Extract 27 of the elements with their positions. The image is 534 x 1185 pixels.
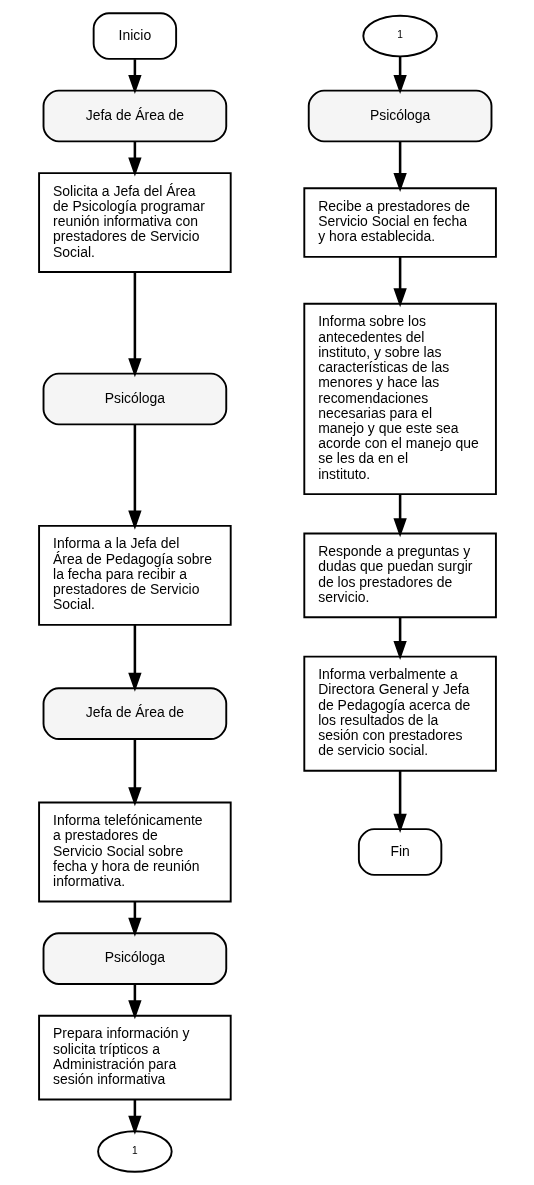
arrow xyxy=(392,256,407,308)
node-box: Prepara información y solicita trípticos a Administración para sesión informativa xyxy=(37,1014,232,1101)
node-box: Fin xyxy=(357,828,442,876)
node-box: Informa telefónicamente a prestadores de Servicio Social sobre fecha y hora de reunión informativa. xyxy=(37,801,232,903)
arrow xyxy=(392,771,407,833)
node-box: Informa verbalmente a Directora General y Jefa de Pedagogía acerca de los resultados de la sesión con prestadores de servicio social. xyxy=(302,655,497,772)
node-box: Informa a la Jefa del Área de Pedagogía sobre la fecha para recibir a prestadores de Servicio Social. xyxy=(37,524,232,626)
arrow xyxy=(392,141,407,193)
node-ellipse: 1 xyxy=(96,1130,173,1173)
arrow xyxy=(392,56,407,95)
node-box: Psicóloga xyxy=(307,89,492,143)
node-ellipse: 1 xyxy=(361,14,438,58)
arrow xyxy=(127,739,142,807)
arrow xyxy=(127,272,142,378)
node-box: Inicio xyxy=(92,12,177,60)
node-box: Recibe a prestadores de Servicio Social en fecha y hora establecida. xyxy=(302,187,497,258)
node-box: Psicóloga xyxy=(42,372,227,426)
arrow xyxy=(392,617,407,660)
node-box: Psicóloga xyxy=(42,932,227,985)
node-box: Jefa de Área de xyxy=(42,89,227,143)
arrow xyxy=(127,424,142,530)
arrow xyxy=(127,624,142,692)
node-box: Jefa de Área de xyxy=(42,687,227,741)
node-box: Responde a preguntas y dudas que puedan surgir de los prestadores de servicio. xyxy=(302,532,497,619)
arrow xyxy=(392,494,407,538)
node-box: Informa sobre los antecedentes del instituto, y sobre las características de las menores y hace las recomendaciones necesarias para el manejo y que este sea acorde con el manejo que se les da en el instituto. xyxy=(302,302,497,496)
node-box: Solicita a Jefa del Área de Psicología programar reunión informativa con prestadores de Servicio Social. xyxy=(37,172,232,273)
